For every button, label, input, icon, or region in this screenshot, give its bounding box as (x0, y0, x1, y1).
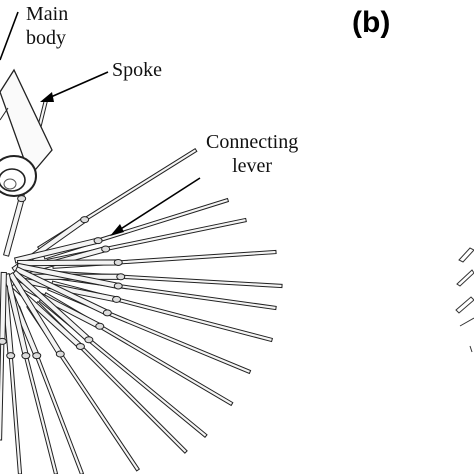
connecting-lever (17, 259, 119, 267)
lever-joint (55, 350, 65, 358)
lever-joint (75, 342, 85, 350)
connecting-lever-label-line1: Connecting (206, 131, 299, 153)
panel-b-fragments (455, 247, 474, 353)
lever-joint (116, 273, 126, 281)
main-body-label: Main body (26, 2, 68, 50)
lever-joint (80, 216, 90, 224)
main-body-label-line1: Main (26, 3, 69, 25)
main-body-collar (0, 155, 37, 197)
lever-joint (84, 336, 94, 344)
main-body-shaft (0, 68, 53, 178)
connecting-lever (2, 197, 25, 257)
connecting-lever-label-line2: lever (232, 155, 273, 177)
panel-b-label: (b) (352, 6, 391, 39)
lever-joint (0, 337, 7, 345)
lever-joint (113, 282, 123, 290)
lever-joint (6, 352, 16, 360)
lever-joint (113, 258, 123, 266)
lever-joint (95, 322, 105, 330)
connecting-levers-group (0, 195, 126, 360)
lever-joint (32, 352, 42, 360)
connecting-lever-label: Connecting lever (206, 130, 298, 178)
lever-joint (112, 295, 122, 303)
lever-joint (21, 352, 31, 360)
main-body-label-line2: body (26, 27, 66, 49)
connecting-lever (0, 271, 7, 342)
lever-joint (93, 237, 103, 245)
leader-lines (0, 11, 201, 236)
lever-joint (101, 245, 111, 253)
lever-joint (102, 309, 112, 317)
spoke-label: Spoke (112, 59, 162, 81)
